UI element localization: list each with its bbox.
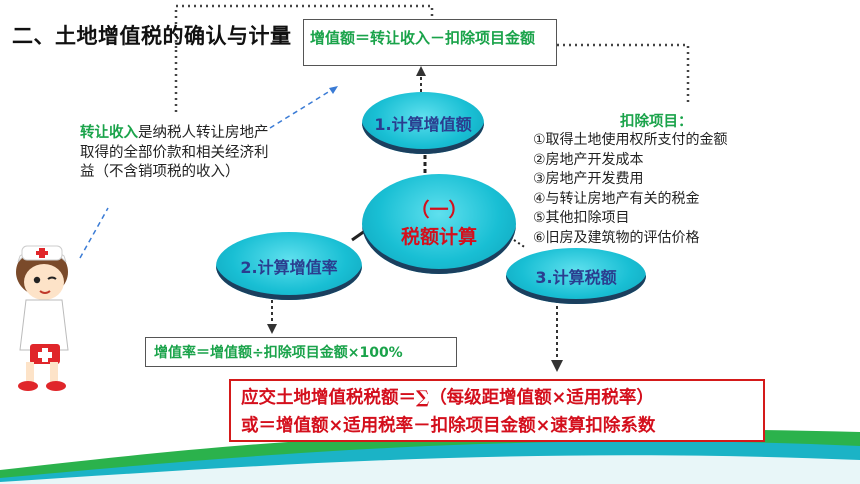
transfer-income-note: 转让收入是纳税人转让房地产取得的全部价款和相关经济利益（不含销项税的收入）: [80, 124, 270, 183]
transfer-income-definition: 是纳税人转让房地产取得的全部价款和相关经济利益（不含销项税的收入）: [80, 125, 269, 180]
deductions-list: ①取得土地使用权所支付的金额 ②房地产开发成本 ③房地产开发费用 ④与转让房地产…: [533, 131, 728, 248]
step-1-label: 1.计算增值额: [374, 115, 472, 134]
deduction-item: ②房地产开发成本: [533, 151, 644, 168]
deduction-item: ⑥旧房及建筑物的评估价格: [533, 229, 700, 246]
value-added-formula-box: 增值额＝转让收入－扣除项目金额: [303, 19, 557, 66]
step-2-ellipse: 2.计算增值率: [216, 232, 362, 300]
center-line2: 税额计算: [400, 226, 477, 248]
rate-formula-text: 增值率＝增值额÷扣除项目金额×100%: [154, 345, 403, 361]
value-added-rate-formula: 增值率＝增值额÷扣除项目金额×100%: [145, 337, 457, 367]
tax-formula-line1: 应交土地增值税税额＝∑（每级距增值额×适用税率）: [241, 384, 763, 412]
deduction-item: ④与转让房地产有关的税金: [533, 190, 700, 207]
deduction-item: ③房地产开发费用: [533, 171, 644, 187]
deduction-item: ①取得土地使用权所支付的金额: [533, 132, 728, 148]
center-line1: （一）: [410, 199, 468, 221]
tax-formula-prefix: 应交土地增值税税额＝: [241, 388, 416, 408]
step-2-label: 2.计算增值率: [240, 258, 338, 277]
tax-amount-formula-box: 应交土地增值税税额＝∑（每级距增值额×适用税率） 或＝增值额×适用税率－扣除项目…: [229, 379, 765, 442]
deduction-item: ⑤其他扣除项目: [533, 210, 630, 226]
deductions-title: 扣除项目：: [620, 114, 693, 130]
step-3-ellipse: 3.计算税额: [506, 248, 646, 304]
tax-formula-suffix: （每级距增值额×适用税率）: [429, 388, 654, 408]
value-added-formula-text: 增值额＝转让收入－扣除项目金额: [310, 29, 536, 47]
page-title: 二、土地增值税的确认与计量: [12, 24, 292, 48]
step-3-label: 3.计算税额: [535, 268, 617, 287]
transfer-income-term: 转让收入: [80, 125, 138, 141]
tax-formula-line2: 或＝增值额×适用税率－扣除项目金额×速算扣除系数: [241, 416, 656, 436]
center-ellipse: （一） 税额计算: [362, 174, 516, 274]
step-1-ellipse: 1.计算增值额: [362, 92, 484, 154]
nurse-illustration: [16, 245, 69, 391]
sigma-symbol: ∑: [416, 388, 430, 408]
